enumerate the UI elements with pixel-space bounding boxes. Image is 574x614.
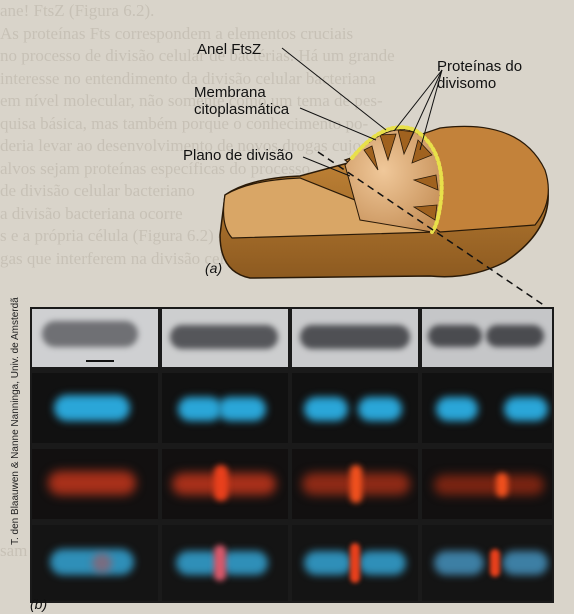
merged-cell-1 (32, 525, 158, 601)
merged-cell-3 (292, 525, 418, 601)
merged-cell-4 (422, 525, 552, 601)
merged-cell-2 (162, 525, 288, 601)
dapi-cell-2 (162, 373, 288, 443)
ftsz-cell-1 (32, 449, 158, 519)
panel-b-label: (b) (30, 596, 47, 612)
label-membrana: Membrana citoplasmática (194, 84, 314, 118)
photo-credit: T. den Blaauwen & Nanne Nanninga, Univ. … (10, 297, 21, 545)
micrograph-grid (30, 307, 554, 603)
dapi-cell-1 (32, 373, 158, 443)
scale-bar (86, 360, 114, 362)
phase-cell-2 (162, 309, 288, 367)
ftsz-cell-4 (422, 449, 552, 519)
label-anel-ftsz: Anel FtsZ (197, 41, 261, 58)
label-proteinas-divisomo: Proteínas do divisomo (437, 58, 547, 92)
ftsz-cell-3 (292, 449, 418, 519)
dapi-cell-4 (422, 373, 552, 443)
dapi-cell-3 (292, 373, 418, 443)
phase-cell-4 (422, 309, 552, 367)
label-plano-divisao: Plano de divisão (183, 147, 293, 164)
phase-cell-3 (292, 309, 418, 367)
ftsz-cell-2 (162, 449, 288, 519)
phase-cell-1 (32, 309, 158, 367)
panel-a-label: (a) (205, 260, 222, 276)
